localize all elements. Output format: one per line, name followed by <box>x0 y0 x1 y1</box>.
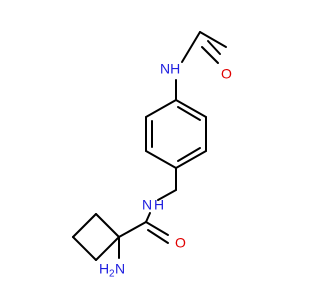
atom-label-o-mid: O <box>175 235 186 251</box>
bond-n-amide-c <box>145 212 151 223</box>
atom-label-2-bottom: 2 <box>109 269 115 280</box>
ring-bond-4 <box>145 150 177 169</box>
cbu-bond-3 <box>72 236 97 261</box>
bond-amide-cbu <box>118 221 147 238</box>
cbu-bond-4 <box>95 236 120 261</box>
ring-bond-1 <box>175 99 207 118</box>
atom-label-nh-top: NH <box>160 61 180 77</box>
molecule-canvas: NH O N H O H 2 N <box>72 31 232 280</box>
atom-label-h-mid: H <box>154 197 164 213</box>
atom-label-n-mid: N <box>142 197 152 213</box>
ring-inner-bond-1 <box>177 106 201 121</box>
bond-carbonyl-nh <box>181 31 201 63</box>
bond-amide-o-1 <box>145 221 169 236</box>
bond-amide-o-2 <box>147 229 169 244</box>
bond-ch2-n <box>157 189 177 201</box>
atom-label-n-bottom: N <box>115 261 125 277</box>
ring-inner-bond-2 <box>177 147 201 162</box>
bond-carbonyl-o-2 <box>207 40 221 55</box>
atom-label-h-bottom: H <box>99 261 109 277</box>
atom-label-o-top: O <box>221 66 232 82</box>
bond-carbonyl-o-1 <box>201 46 219 64</box>
ring-bond-3 <box>175 150 207 169</box>
ring-bond-6 <box>145 99 177 118</box>
structure-diagram: NH O N H O H 2 N <box>72 31 232 280</box>
cbu-bond-1 <box>95 213 120 238</box>
cbu-bond-2 <box>72 213 97 238</box>
bond-methyl-carbonyl <box>199 31 227 48</box>
